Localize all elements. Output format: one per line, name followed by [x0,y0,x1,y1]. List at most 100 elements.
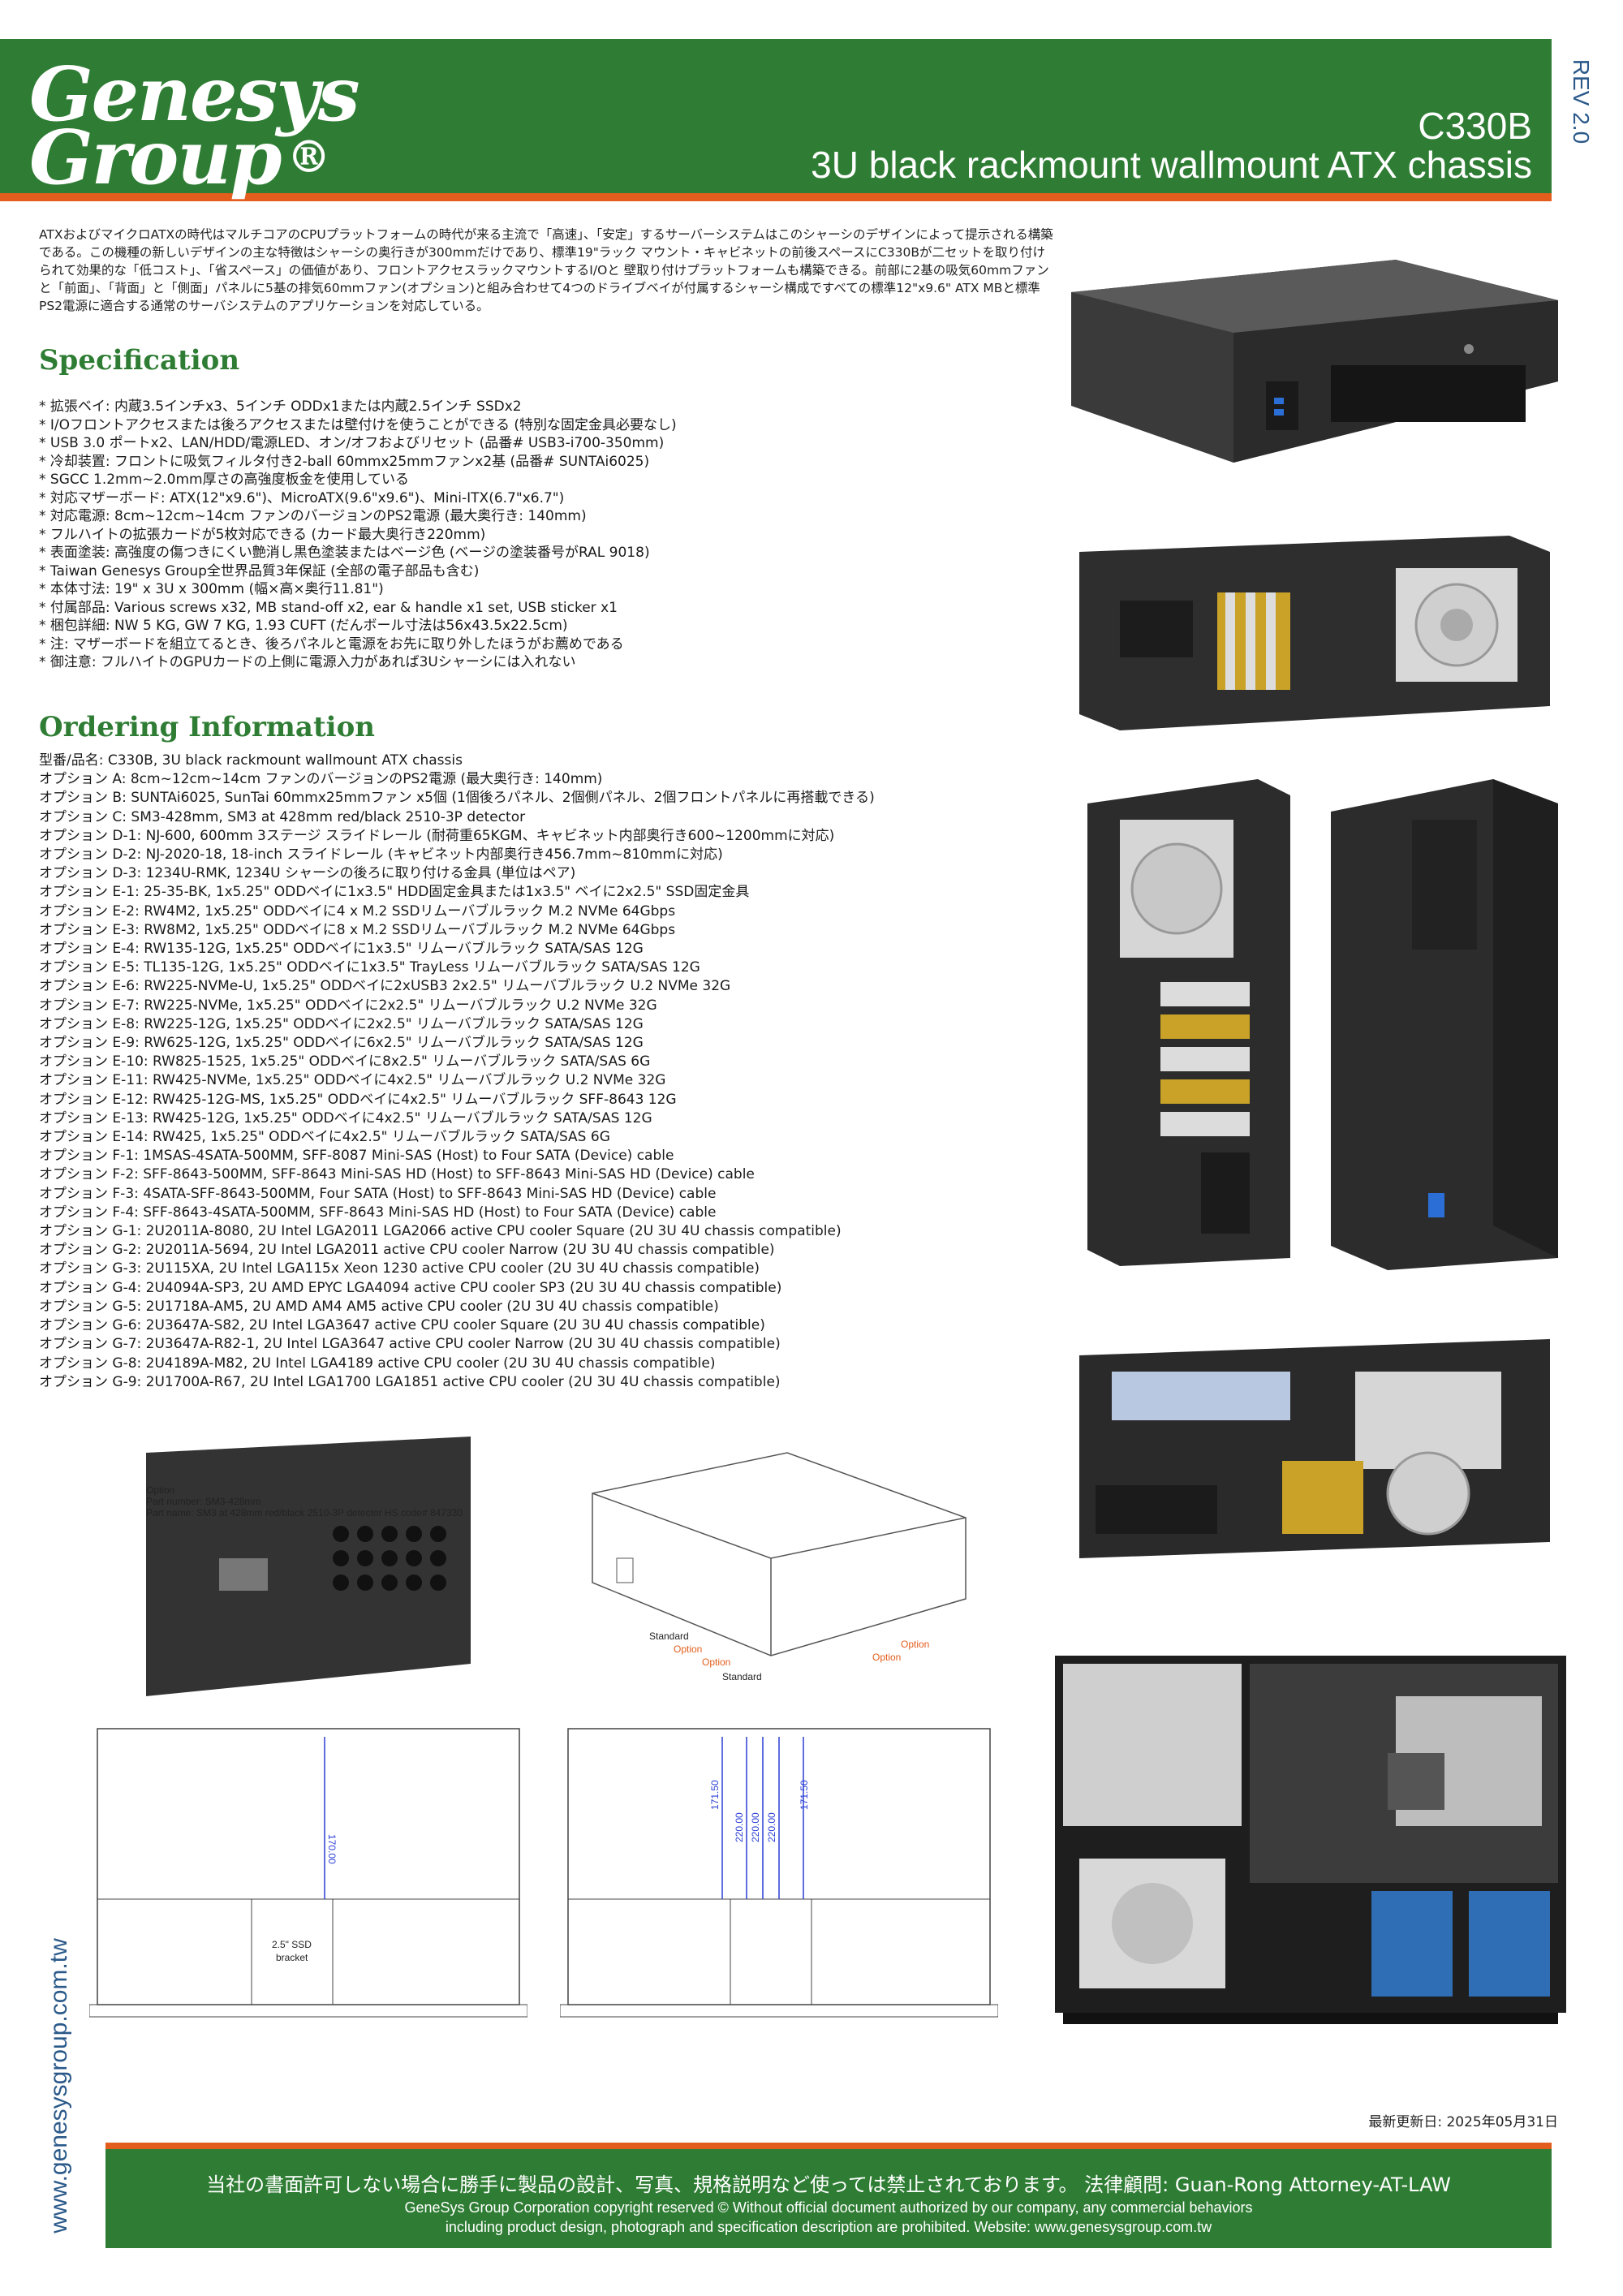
intro-paragraph: ATXおよびマイクロATXの時代はマルチコアのCPUプラットフォームの時代が来る… [39,227,1053,313]
ssd-bracket-label-1: 2.5" SSD [272,1939,312,1950]
product-model: C330B [1418,105,1532,147]
header-accent-stripe [0,193,1552,201]
spec-item: 対応マザーボード: ATX(12"x9.6")、MicroATX(9.6"x9.… [39,489,1045,508]
product-title: 3U black rackmount wallmount ATX chassis [811,144,1532,186]
order-item: オプション E-10: RW825-1525, 1x5.25" ODDベイに8x… [39,1053,651,1070]
order-item: オプション E-13: RW425-12G, 1x5.25" ODDベイに4x2… [39,1109,652,1126]
footer-banner: 当社の書面許可しない場合に勝手に製品の設計、写真、規格説明など使っては禁止されて… [105,2143,1552,2248]
chassis-isometric-drawing: Standard Option Option Standard Option O… [592,1452,966,1682]
order-item: オプション E-11: RW425-NVMe, 1x5.25" ODDベイに4x… [39,1072,666,1089]
revision-text: REV 2.0 [1569,58,1594,144]
spec-item: フルハイトの拡張カードが5枚対応できる (カード最大奥行き220mm) [39,526,1045,545]
chassis-tower-front-photo [1315,771,1574,1274]
option-detector-closeup: Option Part number: SM3-428mm Part name:… [130,1437,487,1704]
spec-item: 表面塗装: 高強度の傷つきにくい艶消し黒色塗装またはベージ色 (ベージの塗装番号… [39,544,1045,562]
spec-item: 拡張ベイ: 内蔵3.5インチx3、5インチ ODDx1または内蔵2.5インチ S… [39,398,1045,416]
drawing-standard-1: Standard [649,1630,689,1642]
drawing-option-1: Option [674,1643,702,1655]
footer-legal-line2: GeneSys Group Corporation copyright rese… [404,2199,1253,2216]
spec-item: USB 3.0 ポートx2、LAN/HDD/電源LED、オン/オフおよびリセット… [39,434,1045,453]
chassis-topdown-photo [1047,1648,1574,2053]
specification-list: 拡張ベイ: 内蔵3.5インチx3、5インチ ODDx1または内蔵2.5インチ S… [39,398,1045,672]
order-item: オプション E-3: RW8M2, 1x5.25" ODDベイに8 x M.2 … [39,921,676,938]
spec-item: 注: マザーボードを組立てるとき、後ろパネルと電源をお先に取り外したほうがお薦め… [39,635,1045,654]
order-item: オプション E-12: RW425-12G-MS, 1x5.25" ODDベイに… [39,1091,677,1108]
order-item: オプション G-5: 2U1718A-AM5, 2U AMD AM4 AM5 a… [39,1298,719,1315]
specification-heading: Specification [39,344,240,377]
last-updated: 最新更新日: 2025年05月31日 [1368,2114,1558,2130]
drawing-part-number: Part number: SM3-428mm [146,1496,260,1507]
spec-item: 冷却装置: フロントに吸気フィルタ付き2-ball 60mmx25mmファンx2… [39,453,1045,472]
logo-line2-text: Group [29,114,282,201]
order-item: オプション D-1: NJ-600, 600mm 3ステージ スライドレール (… [39,827,835,844]
order-item: オプション G-4: 2U4094A-SP3, 2U AMD EPYC LGA4… [39,1279,782,1296]
drawing-option-2: Option [702,1656,730,1668]
ssd-bracket-label-2: bracket [276,1952,308,1963]
order-item: オプション E-1: 25-35-BK, 1x5.25" ODDベイに1x3.5… [39,884,750,901]
order-item: オプション E-7: RW225-NVMe, 1x5.25" ODDベイに2x2… [39,997,657,1014]
order-item: 型番/品名: C330B, 3U black rackmount wallmou… [39,752,463,769]
website-vertical-text: www.genesysgroup.com.tw [45,1938,72,2234]
top-plan-drawing-right: 171.50 220.00 220.00 220.00 171.50 [560,1728,998,2018]
order-item: オプション G-8: 2U4189A-M82, 2U Intel LGA4189… [39,1355,716,1372]
order-item: オプション D-3: 1234U-RMK, 1234U シャーシの後ろに取り付け… [39,865,576,882]
chassis-tower-rear-photo [1071,771,1307,1274]
top-plan-drawing-left: 170.00 2.5" SSD bracket [89,1728,527,2018]
footer-accent-stripe [105,2143,1552,2149]
order-item: オプション E-9: RW625-12G, 1x5.25" ODDベイに6x2.… [39,1035,644,1052]
order-item: オプション G-6: 2U3647A-S82, 2U Intel LGA3647… [39,1317,765,1334]
drawing-option-label: Option [146,1484,174,1496]
spec-item: 梱包詳細: NW 5 KG, GW 7 KG, 1.93 CUFT (だんボール… [39,617,1045,635]
spec-item: Taiwan Genesys Group全世界品質3年保証 (全部の電子部品も含… [39,562,1045,581]
header-banner [0,39,1552,201]
drawing-standard-2: Standard [722,1671,762,1682]
spec-item: I/Oフロントアクセスまたは後ろアクセスまたは壁付けを使うことができる (特別な… [39,416,1045,435]
order-item: オプション C: SM3-428mm, SM3 at 428mm red/bla… [39,808,526,825]
spec-item: 対応電源: 8cm~12cm~14cm ファンのバージョンのPS2電源 (最大奥… [39,507,1045,526]
footer-legal-line1: 当社の書面許可しない場合に勝手に製品の設計、写真、規格説明など使っては禁止されて… [206,2173,1451,2196]
dim-171-50-right: 171.50 [799,1780,810,1810]
ordering-heading: Ordering Information [39,711,375,743]
order-item: オプション B: SUNTAi6025, SunTai 60mmx25mmファン… [39,790,875,807]
order-item: オプション E-4: RW135-12G, 1x5.25" ODDベイに1x3.… [39,941,644,958]
order-item: オプション E-6: RW225-NVMe-U, 1x5.25" ODDベイに2… [39,978,731,995]
order-item: オプション D-2: NJ-2020-18, 18-inch スライドレール (… [39,846,723,864]
order-item: オプション E-8: RW225-12G, 1x5.25" ODDベイに2x2.… [39,1015,644,1032]
order-item: オプション E-14: RW425, 1x5.25" ODDベイに4x2.5" … [39,1129,610,1146]
drawing-part-name: Part name: SM3 at 428mm red/black 2510-3… [146,1507,463,1518]
order-item: オプション F-2: SFF-8643-500MM, SFF-8643 Mini… [39,1166,755,1183]
dim-170: 170.00 [326,1834,338,1864]
chassis-rear-photo [1055,519,1574,747]
order-item: オプション F-3: 4SATA-SFF-8643-500MM, Four SA… [39,1185,717,1202]
chassis-front-photo [1055,243,1574,487]
logo-line2: Group® [29,114,331,201]
order-item: オプション F-4: SFF-8643-4SATA-500MM, SFF-864… [39,1204,717,1221]
order-item: オプション G-2: 2U2011A-5694, 2U Intel LGA201… [39,1242,775,1259]
logo-line1: Genesys [29,50,360,138]
spec-item: SGCC 1.2mm~2.0mm厚さの高強度板金を使用している [39,471,1045,489]
dim-220-c: 220.00 [766,1812,777,1842]
order-item: オプション F-1: 1MSAS-4SATA-500MM, SFF-8087 M… [39,1148,674,1165]
dim-171-50-left: 171.50 [709,1780,721,1810]
spec-item: 御注意: フルハイトのGPUカードの上側に電源入力があれば3Uシャーシには入れな… [39,653,1045,672]
order-item: オプション A: 8cm~12cm~14cm ファンのバージョンのPS2電源 (… [39,771,603,788]
drawing-option-4: Option [872,1652,901,1663]
footer-legal-line3: including product design, photograph and… [445,2219,1212,2235]
order-item: オプション G-7: 2U3647A-R82-1, 2U Intel LGA36… [39,1336,781,1353]
order-item: オプション E-2: RW4M2, 1x5.25" ODDベイに4 x M.2 … [39,902,676,920]
order-item: オプション G-9: 2U1700A-R67, 2U Intel LGA1700… [39,1373,781,1390]
order-item: オプション G-1: 2U2011A-8080, 2U Intel LGA201… [39,1223,842,1240]
ordering-list: 型番/品名: C330B, 3U black rackmount wallmou… [39,752,1045,1392]
genesys-group-logo: Genesys Group® [23,50,364,201]
order-item: オプション G-3: 2U115XA, 2U Intel LGA115x Xeo… [39,1260,760,1277]
revision-label: REV 2.0 [1556,49,1605,154]
website-vertical: www.genesysgroup.com.tw [39,1915,80,2256]
dim-220-a: 220.00 [734,1812,745,1842]
drawing-option-3: Option [901,1639,929,1650]
spec-item: 付属部品: Various screws x32, MB stand-off x… [39,599,1045,618]
registered-mark: ® [286,131,331,183]
dim-220-b: 220.00 [750,1812,761,1842]
order-item: オプション E-5: TL135-12G, 1x5.25" ODDベイに1x3.… [39,959,700,976]
spec-item: 本体寸法: 19" x 3U x 300mm (幅×高×奥行11.81") [39,580,1045,599]
chassis-open-rear-photo [1047,1323,1574,1583]
